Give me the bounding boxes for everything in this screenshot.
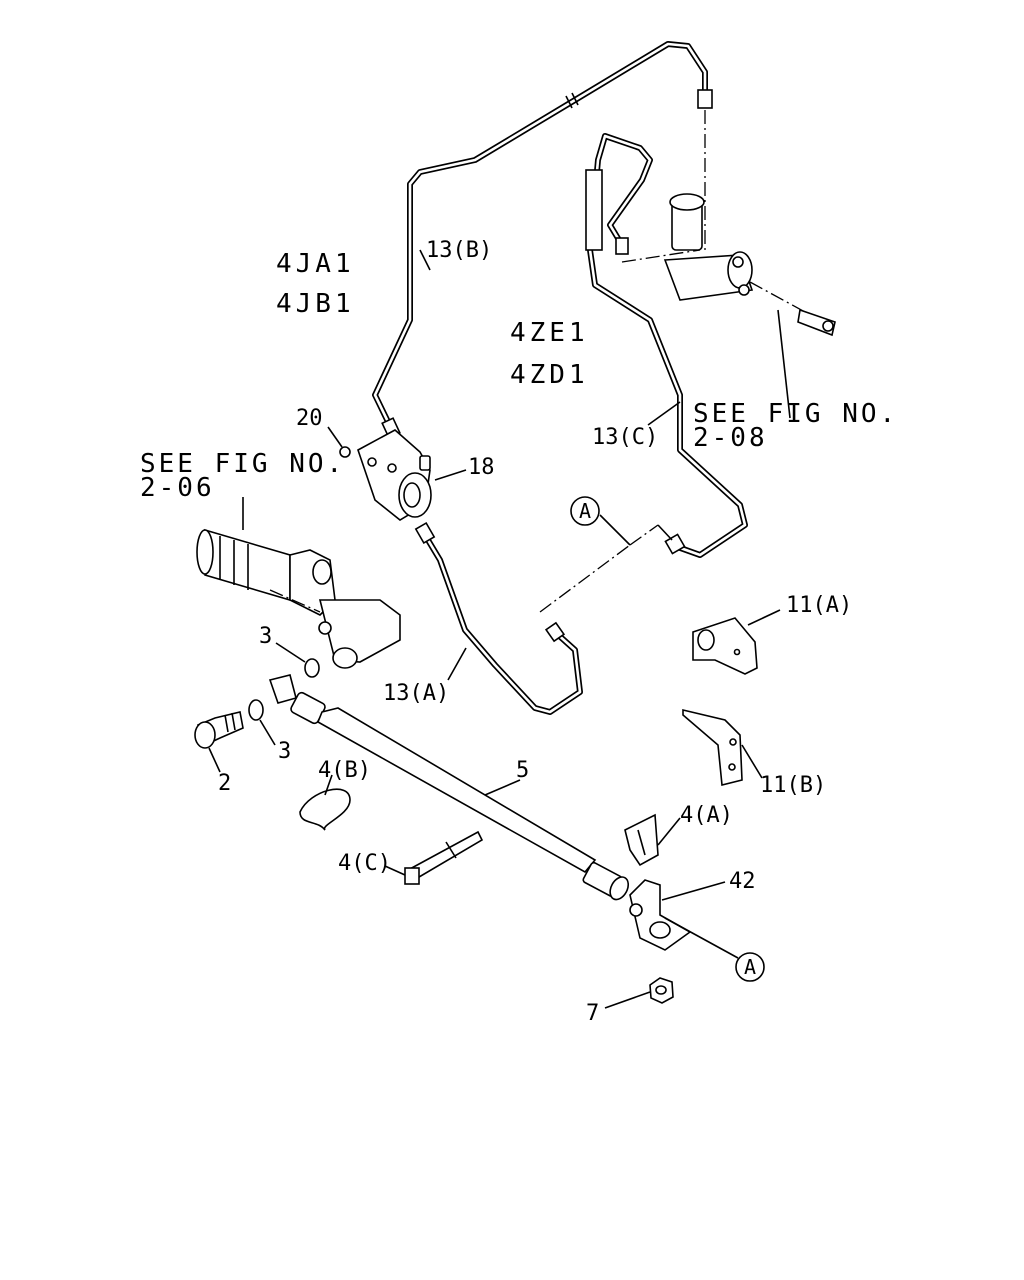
leader-13b [419, 249, 431, 271]
svg-text:A: A [744, 955, 756, 979]
callout-3-upper: 3 [259, 624, 272, 649]
svg-text:A: A [579, 499, 591, 523]
callout-7: 7 [586, 1001, 599, 1026]
callout-20: 20 [296, 406, 323, 431]
washer-upper [304, 658, 320, 678]
reference-marker-upper: A [570, 496, 600, 526]
callout-11a: 11(A) [786, 593, 852, 618]
bracket-11b [682, 708, 763, 787]
see-fig-206-line1: SEE FIG NO. [140, 449, 345, 479]
washer-lower [248, 699, 264, 721]
release-cylinder [196, 497, 401, 669]
clip-4b [299, 788, 351, 831]
engine-label-4ja1: 4JA1 [276, 249, 355, 279]
pipe-13a [414, 521, 583, 715]
pipe-13c [585, 133, 748, 558]
leader-3-lower [259, 719, 276, 746]
union-bolt [194, 711, 244, 773]
engine-label-4jb1: 4JB1 [276, 289, 355, 319]
callout-11b: 11(B) [760, 773, 826, 798]
callout-5: 5 [516, 758, 529, 783]
pipe-13b [372, 41, 713, 439]
hose-5 [268, 674, 630, 901]
bracket-42 [629, 879, 739, 959]
bracket-11a [692, 609, 781, 675]
leader-4b [324, 774, 333, 796]
callout-4a: 4(A) [680, 803, 733, 828]
callout-4b: 4(B) [318, 758, 371, 783]
callout-2: 2 [218, 771, 231, 796]
callout-42: 42 [729, 869, 756, 894]
callout-18: 18 [468, 455, 495, 480]
see-fig-206-line2: 2-06 [140, 473, 215, 503]
callout-3-lower: 3 [278, 739, 291, 764]
reference-a-lines [539, 514, 673, 613]
see-fig-208-line2: 2-08 [693, 423, 768, 453]
callout-4c: 4(C) [338, 851, 391, 876]
leader-3-upper [275, 642, 306, 663]
master-cylinder [621, 193, 836, 419]
slave-cylinder-assembly [327, 426, 467, 521]
engine-label-4zd1: 4ZD1 [510, 360, 589, 390]
see-fig-208-line1: SEE FIG NO. [693, 399, 898, 429]
clip-4c [384, 830, 484, 885]
nut-7 [604, 977, 674, 1009]
callout-13a: 13(A) [383, 681, 449, 706]
clip-4a [624, 813, 681, 867]
reference-marker-lower: A [735, 952, 765, 982]
engine-label-4ze1: 4ZE1 [510, 318, 589, 348]
leader-13c [647, 401, 681, 426]
callout-13c: 13(C) [592, 425, 658, 450]
callout-13b: 13(B) [426, 238, 492, 263]
